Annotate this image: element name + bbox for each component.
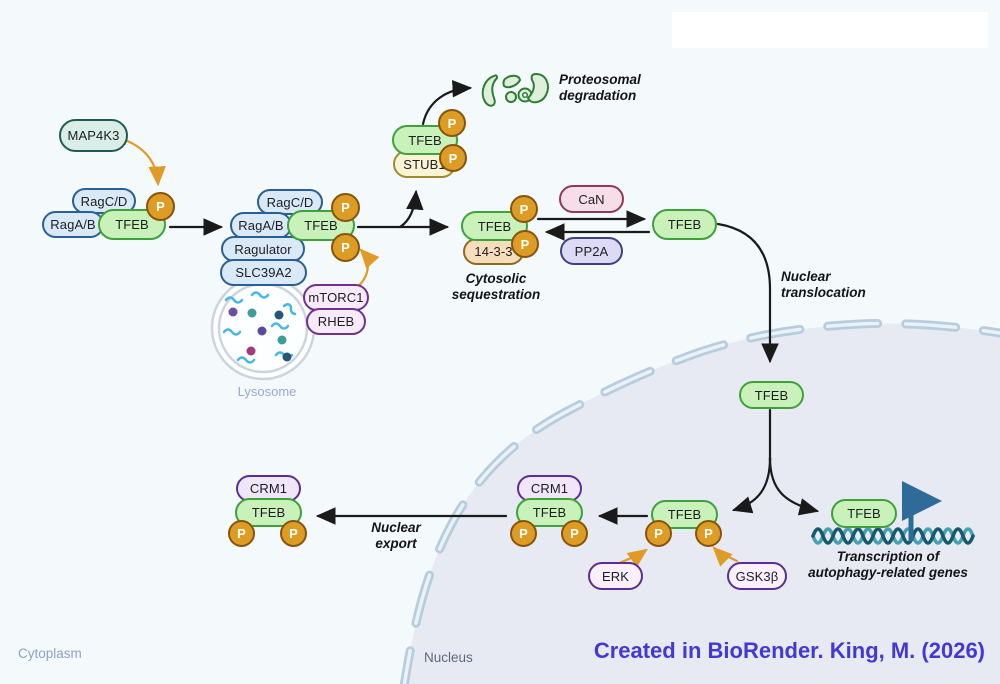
phosphate-badge: P (510, 520, 537, 547)
arrow-map4k3-to-p (123, 138, 166, 187)
degraded-protein-icon (481, 73, 549, 107)
cytoplasm-label: Cytoplasm (18, 646, 82, 661)
phosphate-badge: P (510, 195, 538, 223)
phosphate-badge: P (280, 520, 307, 547)
nuclear-translocation-label: Nuclear translocation (781, 269, 866, 300)
nuclear-membrane-inner (402, 321, 1000, 684)
gsk3b-pill: GSK3β (727, 562, 787, 590)
arrow-fork-right (768, 456, 820, 516)
phosphate-badge: P (695, 520, 722, 547)
proteosomal-degradation-label: Proteosomal degradation (559, 72, 641, 103)
biorender-credit: Created in BioRender. King, M. (2026) (593, 638, 985, 663)
phosphate-badge: P (511, 230, 539, 258)
lysosome-icon (210, 275, 316, 381)
phosphate-badge: P (331, 233, 360, 262)
dna-helix-icon (811, 527, 975, 545)
pp2a-pill: PP2A (560, 237, 623, 265)
arrow-branch-to-stub1 (398, 189, 424, 229)
nucleus-label: Nucleus (424, 650, 473, 665)
map4k3-pill: MAP4K3 (59, 119, 128, 152)
lysosome-label: Lysosome (237, 384, 297, 399)
phosphate-badge: P (331, 193, 360, 222)
ragab-pill-1: RagA/B (42, 211, 104, 238)
phosphate-badge: P (146, 192, 175, 221)
arrow-gsk3b-to-p (712, 546, 739, 567)
phosphate-badge: P (228, 520, 255, 547)
rheb-pill: RHEB (306, 308, 366, 335)
transcription-start-arrow (902, 481, 942, 541)
arrow-nuclear-translocation (716, 222, 779, 364)
ragab-pill-2: RagA/B (230, 212, 292, 239)
erk-pill: ERK (588, 562, 643, 590)
tfeb-pill-nuclear: TFEB (739, 381, 804, 409)
blank-cover-box (672, 12, 988, 48)
mtorc1-pill: mTORC1 (303, 284, 369, 311)
pathway-arrows (168, 79, 820, 525)
14-3-3-pill: 14-3-3 (463, 238, 524, 265)
ragulator-pill: Ragulator (221, 236, 305, 262)
phosphate-badge: P (561, 520, 588, 547)
arrow-stub1-to-degradation (421, 79, 473, 126)
phosphate-badge: P (438, 109, 466, 137)
tfeb-pill-free: TFEB (652, 209, 717, 240)
can-pill: CaN (559, 185, 624, 213)
phosphate-badge: P (645, 520, 672, 547)
tfeb-pill-transcription: TFEB (831, 499, 897, 528)
nuclear-export-label: Nuclear export (371, 520, 421, 551)
slc39a2-pill: SLC39A2 (220, 259, 307, 286)
transcription-label: Transcription of autophagy-related genes (808, 549, 968, 580)
phosphate-badge: P (439, 144, 467, 172)
cytosolic-sequestration-label: Cytosolic sequestration (451, 271, 541, 302)
